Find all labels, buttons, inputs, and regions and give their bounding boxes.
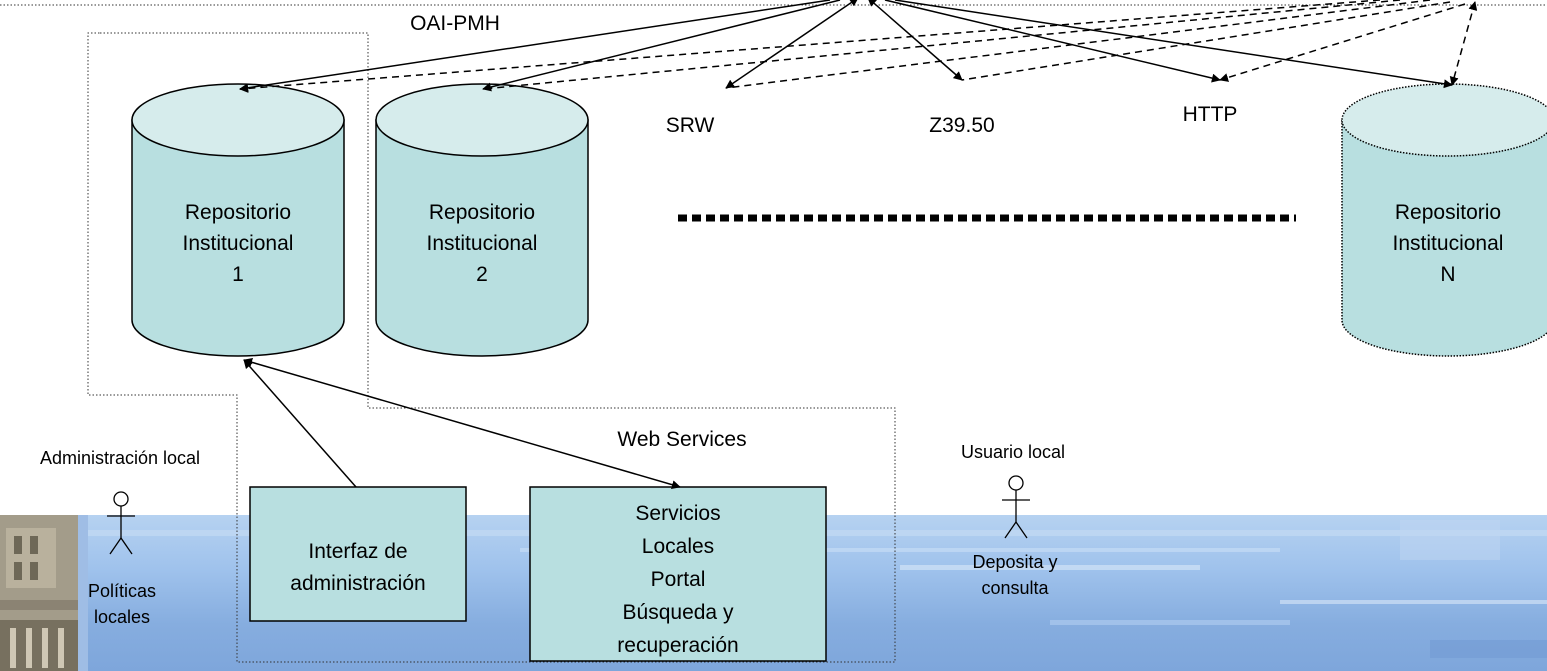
local-services-line3: Portal bbox=[651, 568, 706, 591]
user-role-label: Usuario local bbox=[961, 442, 1065, 462]
admin-interface-line2: administración bbox=[290, 572, 425, 595]
repo-2-label-line1: Repositorio bbox=[429, 201, 535, 224]
repository-2-cylinder bbox=[375, 83, 589, 357]
local-services-box[interactable] bbox=[529, 486, 827, 662]
user-caption-line1: Deposita y bbox=[972, 552, 1057, 572]
local-services-line5: recuperación bbox=[617, 634, 738, 657]
protocol-arrows-solid bbox=[239, 0, 1453, 93]
repository-n-cylinder bbox=[1341, 83, 1547, 357]
srw-label: SRW bbox=[666, 114, 715, 137]
repo-1-label-line2: Institucional bbox=[183, 232, 294, 255]
admin-interface-box[interactable] bbox=[249, 486, 467, 622]
protocol-arrows-dashed bbox=[239, 0, 1478, 93]
admin-caption-line1: Políticas bbox=[88, 581, 156, 601]
repo-2-label-line3: 2 bbox=[476, 263, 488, 286]
http-label: HTTP bbox=[1183, 103, 1238, 126]
z3950-label: Z39.50 bbox=[929, 114, 994, 137]
web-services-label: Web Services bbox=[617, 428, 746, 451]
repo-n-label-line3: N bbox=[1440, 263, 1455, 286]
repo-1-label-line1: Repositorio bbox=[185, 201, 291, 224]
local-services-line2: Locales bbox=[642, 535, 714, 558]
admin-to-repo-arrow bbox=[243, 359, 357, 488]
repo-n-label-line2: Institucional bbox=[1393, 232, 1504, 255]
repository-1-cylinder bbox=[131, 83, 345, 357]
user-caption-line2: consulta bbox=[981, 578, 1049, 598]
repo-1-label-line3: 1 bbox=[232, 263, 244, 286]
repo-2-label-line2: Institucional bbox=[427, 232, 538, 255]
admin-role-label: Administración local bbox=[40, 448, 200, 468]
admin-actor-icon bbox=[107, 491, 135, 555]
local-domain-boundary bbox=[87, 32, 896, 663]
repo-n-label-line1: Repositorio bbox=[1395, 201, 1501, 224]
services-repo-arrow bbox=[243, 357, 681, 490]
admin-interface-line1: Interfaz de bbox=[308, 540, 407, 563]
building-photo bbox=[0, 515, 88, 671]
admin-caption-line2: locales bbox=[94, 607, 150, 627]
oai-pmh-label: OAI-PMH bbox=[410, 12, 500, 35]
local-services-line4: Búsqueda y bbox=[623, 601, 734, 624]
user-actor-icon bbox=[1002, 475, 1030, 539]
local-services-line1: Servicios bbox=[635, 502, 720, 525]
